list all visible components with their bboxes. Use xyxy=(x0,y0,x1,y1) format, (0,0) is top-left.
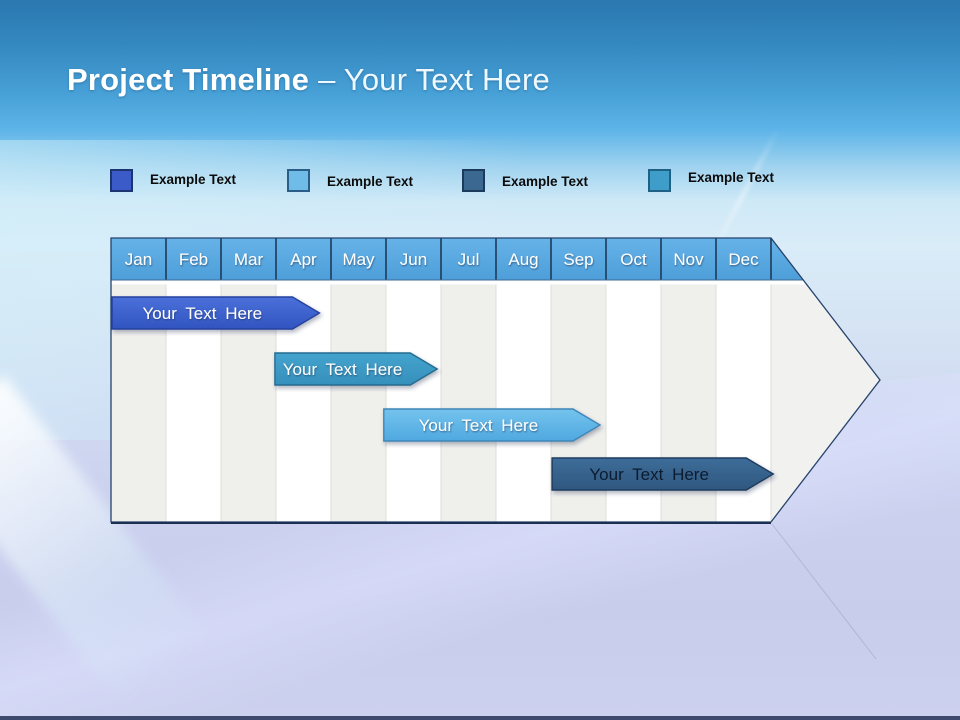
gantt-bar-shape xyxy=(383,408,602,442)
gantt-bar-shape xyxy=(274,352,439,386)
legend-item-label: Example Text xyxy=(327,174,414,189)
month-header-label: Jun xyxy=(400,250,427,269)
gantt-bar-label: Your Text Here xyxy=(283,360,403,379)
legend-item-label: Example Text xyxy=(150,172,237,187)
gantt-bar-label: Your Text Here xyxy=(589,465,709,484)
legend-item: Example Text xyxy=(648,169,774,192)
gantt-bar-shape xyxy=(111,296,321,330)
gantt-bar: Your Text Here xyxy=(551,457,775,491)
month-header-label: Dec xyxy=(728,250,759,269)
legend-item-label: Example Text xyxy=(502,174,589,189)
legend-swatch-icon xyxy=(110,169,133,192)
legend-swatch-icon xyxy=(462,169,485,192)
month-header-label: Oct xyxy=(620,250,647,269)
month-column xyxy=(496,284,551,522)
month-column xyxy=(386,284,441,522)
gantt-bar: Your Text Here xyxy=(274,352,439,386)
slide-title-suffix: – Your Text Here xyxy=(318,62,550,97)
gantt-bar-label: Your Text Here xyxy=(419,416,539,435)
month-header-label: Sep xyxy=(563,250,593,269)
month-header-label: Apr xyxy=(290,250,317,269)
legend-item: Example Text xyxy=(110,169,236,192)
month-header-label: Jul xyxy=(458,250,480,269)
gantt-bar-label: Your Text Here xyxy=(143,304,263,323)
month-header-label: May xyxy=(342,250,375,269)
legend-swatch-icon xyxy=(648,169,671,192)
gantt-bar: Your Text Here xyxy=(111,296,321,330)
bottom-edge-strip xyxy=(0,716,960,720)
reflection-line xyxy=(771,523,877,660)
month-header-label: Nov xyxy=(673,250,704,269)
month-column xyxy=(331,284,386,522)
legend-swatch-icon xyxy=(287,169,310,192)
legend-item: Example Text xyxy=(287,169,413,192)
month-header-label: Mar xyxy=(234,250,264,269)
slide-title: Project Timeline– Your Text Here xyxy=(67,58,550,102)
month-header-label: Jan xyxy=(125,250,152,269)
legend-item: Example Text xyxy=(462,169,588,192)
slide-title-main: Project Timeline xyxy=(67,62,310,97)
gantt-bar-shape xyxy=(551,457,775,491)
month-header-label: Feb xyxy=(179,250,208,269)
month-column xyxy=(441,284,496,522)
legend-item-label: Example Text xyxy=(688,170,775,185)
gantt-bar: Your Text Here xyxy=(383,408,602,442)
month-header-label: Aug xyxy=(508,250,538,269)
